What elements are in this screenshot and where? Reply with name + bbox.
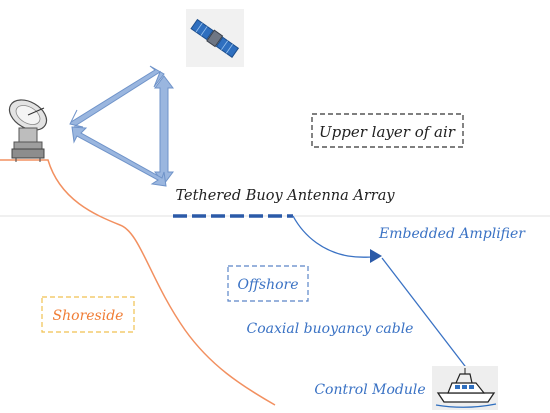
amplifier-arrowhead bbox=[370, 249, 382, 263]
satellite-dish-icon bbox=[8, 99, 48, 162]
offshore-box bbox=[227, 265, 309, 302]
upper-air-label: Upper layer of air bbox=[319, 123, 456, 141]
double-arrow-right bbox=[154, 75, 174, 185]
offshore-label: Offshore bbox=[237, 277, 298, 293]
double-arrow-lower bbox=[71, 126, 167, 187]
coaxial-cable-line bbox=[381, 257, 469, 371]
shoreside-box bbox=[41, 296, 135, 333]
shoreside-label: Shoreside bbox=[53, 308, 124, 324]
cable-to-amplifier bbox=[292, 215, 373, 258]
cable-label: Coaxial buoyancy cable bbox=[247, 321, 414, 337]
satellite-icon bbox=[186, 9, 244, 67]
double-arrow-upper bbox=[69, 65, 165, 128]
control-module-label: Control Module bbox=[314, 382, 425, 398]
shoreline-curve bbox=[0, 159, 276, 406]
upper-air-box bbox=[311, 113, 464, 148]
communication-arrows bbox=[69, 65, 174, 187]
boat-icon bbox=[432, 366, 498, 410]
amplifier-label: Embedded Amplifier bbox=[378, 226, 526, 242]
buoy-array-label: Tethered Buoy Antenna Array bbox=[175, 188, 395, 204]
